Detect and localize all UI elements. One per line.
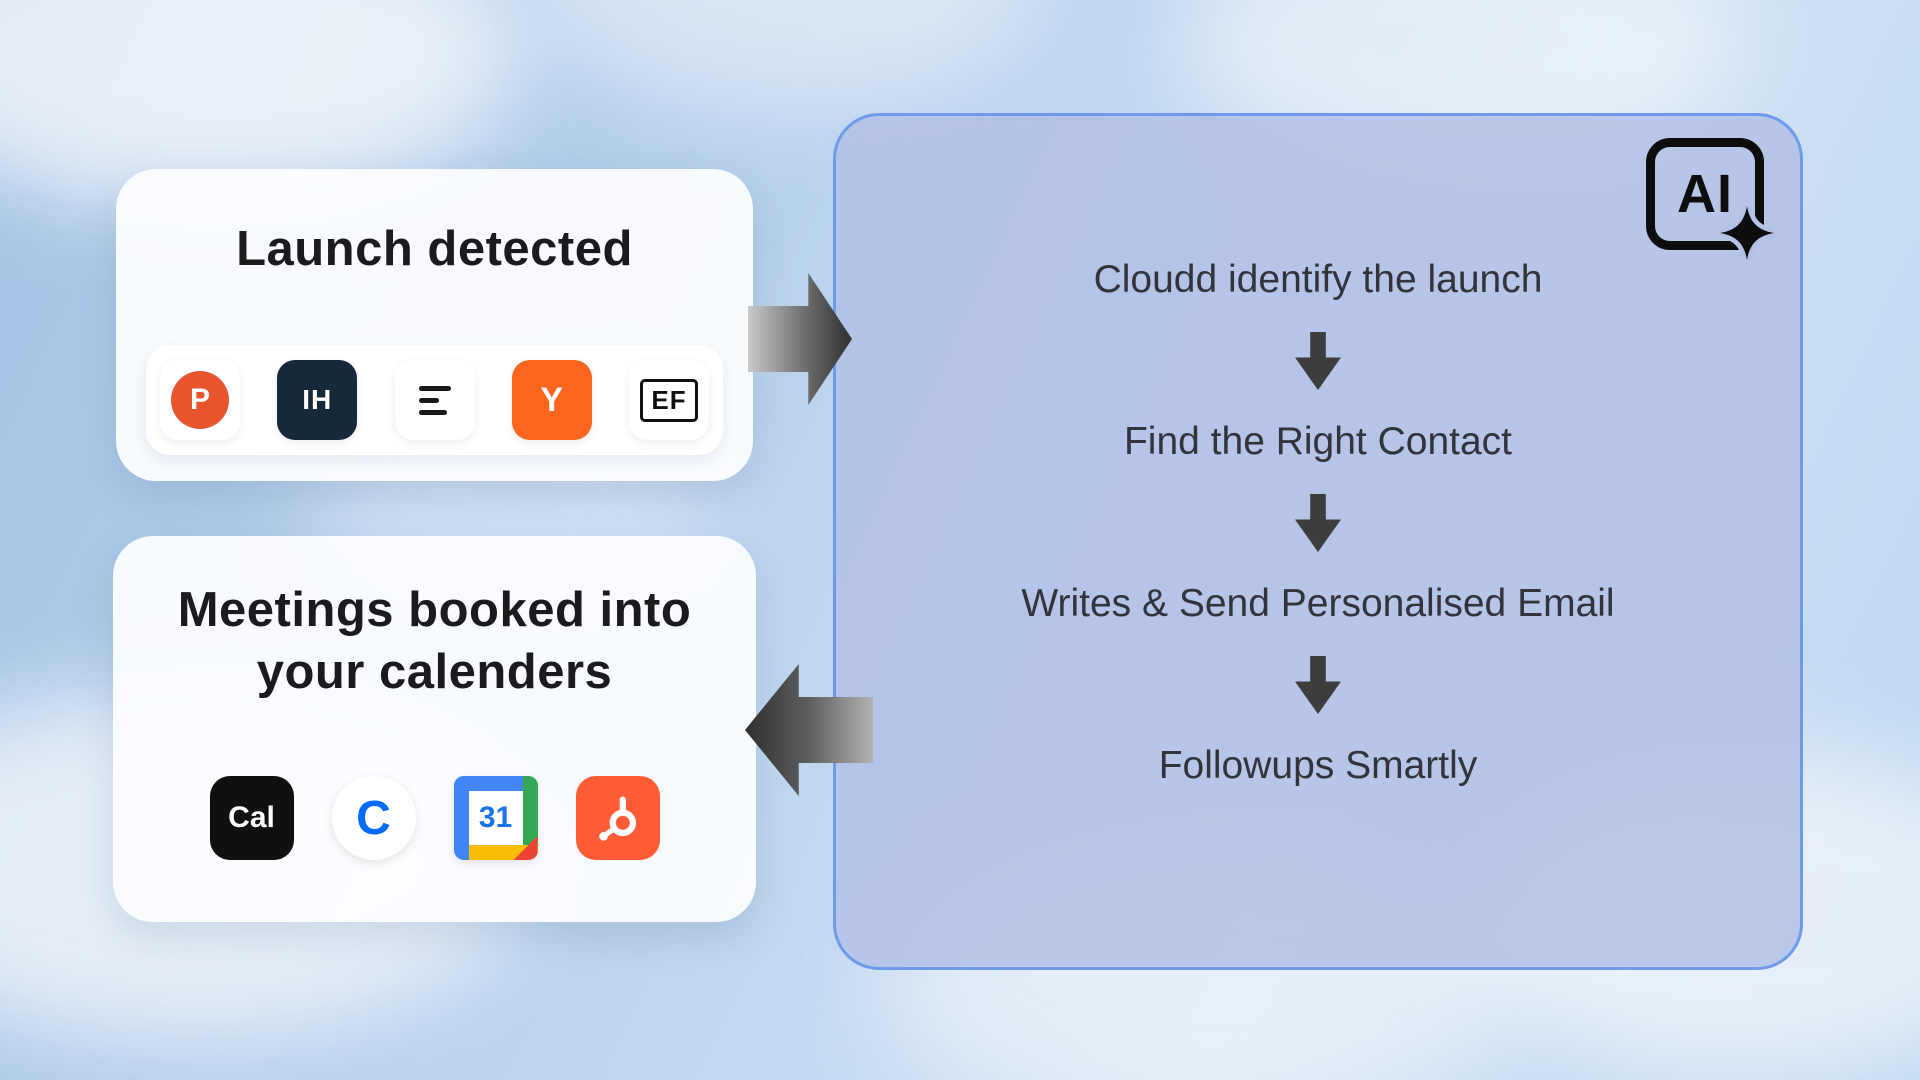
down-arrow-icon	[1295, 494, 1341, 552]
product-hunt-icon: P	[160, 360, 240, 440]
ef-letters: EF	[640, 378, 698, 422]
meetings-title-line1: Meetings booked into	[177, 583, 692, 637]
workflow-steps: Cloudd identify the launch Find the Righ…	[836, 116, 1800, 788]
gcal-frame-left	[453, 776, 469, 860]
step-followups: Followups Smartly	[1158, 744, 1478, 787]
ai-logo-text: AI	[1677, 164, 1733, 224]
y-combinator-letter: Y	[540, 380, 564, 419]
hubspot-icon	[575, 776, 660, 860]
sparkle-icon	[1720, 206, 1774, 260]
y-combinator-icon: Y	[511, 360, 592, 440]
gcal-frame-right	[522, 776, 538, 860]
step-send-email: Writes & Send Personalised Email	[1021, 582, 1615, 625]
flow-arrow-left-icon	[745, 664, 873, 796]
calendar-apps-row: Cal C 31	[113, 776, 756, 860]
launch-card-title: Launch detected	[236, 222, 633, 276]
indie-hackers-icon: IH	[277, 360, 358, 440]
ai-logo-frame: AI	[1646, 138, 1764, 250]
indie-hackers-letters: IH	[302, 384, 333, 415]
down-arrow-icon	[1295, 656, 1341, 714]
ef-icon: EF	[629, 360, 709, 440]
hubspot-sprocket-glyph	[598, 796, 636, 841]
google-calendar-icon: 31	[453, 776, 538, 860]
launch-sources-row: P IH Y EF	[146, 345, 723, 455]
list-lines-glyph	[418, 385, 451, 415]
calendly-letter: C	[356, 791, 391, 845]
list-lines-icon	[394, 360, 475, 440]
gcal-date-number: 31	[468, 791, 523, 845]
cal-com-label: Cal	[228, 801, 275, 834]
ai-workflow-card: AI Cloudd identify the launch Find the R…	[833, 113, 1803, 970]
meetings-title-line2: your calenders	[256, 644, 613, 699]
launch-detected-card: Launch detected P IH Y EF	[116, 169, 753, 481]
meetings-card-title: Meetings booked into your calenders	[113, 580, 756, 703]
step-identify-launch: Cloudd identify the launch	[1093, 258, 1543, 301]
meetings-booked-card: Meetings booked into your calenders Cal …	[113, 536, 756, 922]
ai-logo: AI	[1646, 138, 1778, 260]
cloud-shape	[520, 0, 1040, 110]
calendly-icon: C	[331, 776, 416, 860]
step-find-contact: Find the Right Contact	[1123, 420, 1513, 463]
down-arrow-icon	[1295, 332, 1341, 390]
gcal-frame-top	[453, 776, 538, 791]
flow-arrow-right-icon	[748, 273, 852, 405]
product-hunt-letter: P	[171, 371, 229, 429]
cal-com-icon: Cal	[209, 776, 294, 860]
